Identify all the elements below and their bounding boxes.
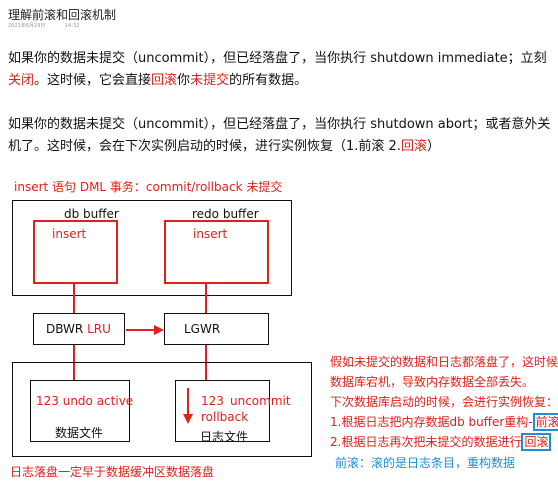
logfile-label: 日志文件 xyxy=(200,430,249,444)
lru-text: LRU xyxy=(87,322,111,336)
note-date: 2021年6月29日 xyxy=(8,23,46,29)
para1-text-3: 你 xyxy=(177,73,191,88)
dbwr-to-lgwr-arrow xyxy=(126,325,164,335)
dbwr-box xyxy=(33,313,125,345)
note-timestamp: 2021年6月29日 14:32 xyxy=(8,22,97,29)
note-title: 理解前滚和回滚机制 xyxy=(8,8,117,22)
rollback-down-arrow xyxy=(183,388,193,424)
recovery-note-line-5: 2.根据日志再次把未提交的数据进行回滚 xyxy=(330,432,552,452)
rollback-highlight: 回滚 xyxy=(521,433,552,451)
recovery-note-line-1: 假如未提交的数据和日志都落盘了，这时候 xyxy=(330,355,558,369)
rollback-label: rollback xyxy=(201,410,249,424)
undo-active-label: 123 undo active xyxy=(36,394,134,408)
disk-region-box xyxy=(12,362,312,457)
datafile-box xyxy=(30,380,130,442)
log-before-data-note: 日志落盘一定早于数据缓冲区数据落盘 xyxy=(10,465,215,479)
uncommit-label: uncommit xyxy=(230,394,291,408)
redo-number-label: 123 xyxy=(201,394,224,408)
note-time: 14:32 xyxy=(64,23,80,29)
db-buffer-label: db buffer xyxy=(64,207,119,221)
db-buffer-box xyxy=(33,220,118,284)
para1-text-2: 。这时候，它会直接 xyxy=(34,73,152,88)
redo-buffer-box xyxy=(164,220,269,284)
datafile-label: 数据文件 xyxy=(55,426,104,440)
roll-forward-definition: 前滚：滚的是日志条目，重构数据 xyxy=(335,456,516,470)
dbwr-text: DBWR xyxy=(46,322,84,336)
paragraph-shutdown-abort: 如果你的数据未提交（uncommit），但已经落盘了，当你执行 shutdown… xyxy=(8,114,553,158)
para1-text-1: 如果你的数据未提交（uncommit），但已经落盘了，当你执行 shutdown… xyxy=(8,51,547,66)
memory-region-box xyxy=(12,200,292,296)
logfile-box xyxy=(175,380,270,442)
recovery-note-line-3: 下次数据库启动的时候，会进行实例恢复： xyxy=(330,395,558,409)
lgwr-box xyxy=(164,313,269,345)
recovery-note-line-2: 数据库宕机，导致内存数据全部丢失。 xyxy=(330,375,535,389)
para1-uncommitted: 未提交 xyxy=(190,73,230,88)
para2-rollback: 回滚 xyxy=(400,139,427,154)
para1-text-4: 的所有数据。 xyxy=(229,73,308,88)
dbwr-label: DBWR LRU xyxy=(46,322,111,336)
redo-buffer-insert: insert xyxy=(193,227,228,241)
para1-close: 关闭 xyxy=(8,73,35,88)
redobuffer-to-lgwr-line xyxy=(205,283,207,313)
roll-forward-step: 1.根据日志把内存数据db buffer重构- xyxy=(330,415,533,429)
para1-rollback: 回滚 xyxy=(151,73,178,88)
para2-text-1: 如果你的数据未提交（uncommit），但已经落盘了，当你执行 shutdown… xyxy=(8,117,551,132)
lgwr-label: LGWR xyxy=(184,322,221,336)
redo-buffer-label: redo buffer xyxy=(192,207,259,221)
paragraph-shutdown-immediate: 如果你的数据未提交（uncommit），但已经落盘了，当你执行 shutdown… xyxy=(8,48,553,92)
db-buffer-insert: insert xyxy=(52,227,87,241)
diagram-caption: insert 语句 DML 事务：commit/rollback 未提交 xyxy=(14,180,283,194)
recovery-note-line-4: 1.根据日志把内存数据db buffer重构-前滚 xyxy=(330,412,558,432)
dbbuffer-to-dbwr-line xyxy=(73,283,75,313)
roll-forward-highlight: 前滚 xyxy=(532,413,558,431)
para2-text-3: ） xyxy=(426,139,440,154)
para2-text-2: 机了。这时候，会在下次实例启动的时候，进行实例恢复（1.前滚 2. xyxy=(8,139,401,154)
rollback-step: 2.根据日志再次把未提交的数据进行 xyxy=(330,435,522,449)
